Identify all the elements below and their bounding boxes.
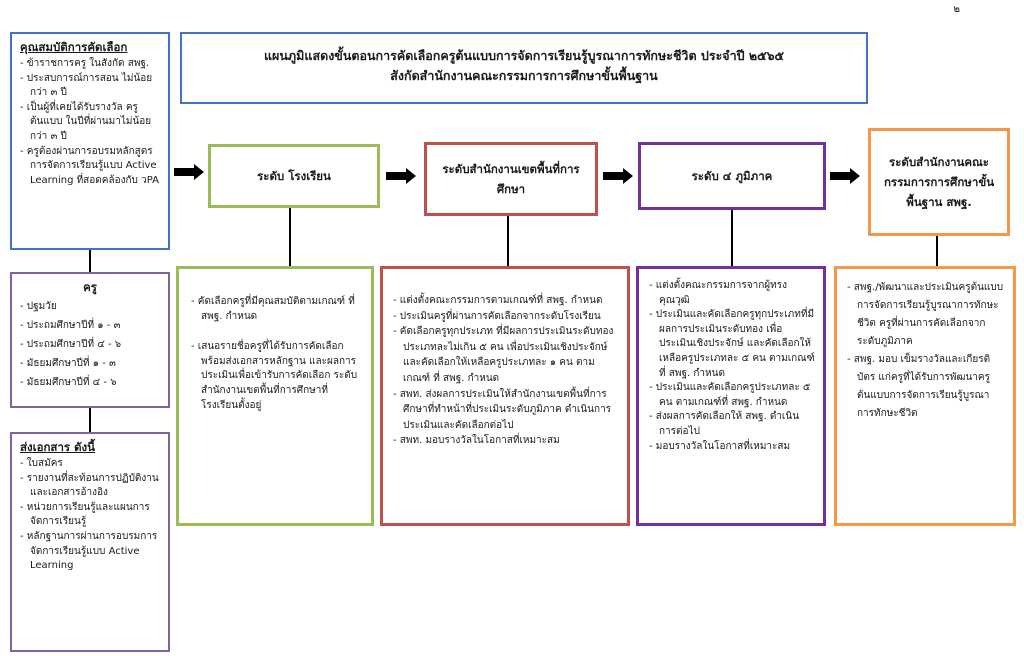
level-school-title: ระดับ โรงเรียน [257,168,331,183]
region-detail-item: มอบรางวัลในโอกาสที่เหมาะสม [649,440,815,455]
teacher-item: ประถมศึกษาปีที่ ๑ - ๓ [20,316,160,335]
connector-line [731,210,733,266]
region-detail-item: ประเมินและคัดเลือกครูทุกประเภทที่มีผลการ… [649,308,815,381]
area-details-list: แต่งตั้งคณะกรรมการตามเกณฑ์ที่ สพฐ. กำหนด… [393,293,619,449]
area-details-box: แต่งตั้งคณะกรรมการตามเกณฑ์ที่ สพฐ. กำหนด… [380,266,630,526]
qualification-item: ครูต้องผ่านการอบรมหลักสูตรการจัดการเรียน… [20,145,160,189]
level-area-box: ระดับสำนักงานเขตพื้นที่การศึกษา [424,142,598,216]
teacher-item: ประถมศึกษาปีที่ ๔ - ๖ [20,335,160,354]
office-details-list: สพฐ./พัฒนาและประเมินครูต้นแบบการจัดการเร… [847,279,1005,423]
region-detail-item: ส่งผลการคัดเลือกให้ สพฐ. ดำเนินการต่อไป [649,410,815,439]
arrow-icon [386,168,416,184]
area-detail-item: คัดเลือกครูทุกประเภท ที่มีผลการประเมินระ… [393,324,619,386]
qualification-item: ข้าราชการครู ในสังกัด สพฐ. [20,57,160,72]
school-details-box: คัดเลือกครูที่มีคุณสมบัติตามเกณฑ์ ที่ สพ… [176,266,374,526]
arrow-icon [830,168,860,184]
document-item: รายงานที่สะท้อนการปฏิบัติงานและเอกสารอ้า… [20,472,160,501]
level-region-title: ระดับ ๔ ภูมิภาค [691,168,773,183]
chart-title-line1: แผนภูมิแสดงขั้นตอนการคัดเลือกครูต้นแบบกา… [263,48,785,63]
area-detail-item: สพท. มอบรางวัลในโอกาสที่เหมาะสม [393,433,619,449]
level-school-box: ระดับ โรงเรียน [208,144,380,208]
page-number: ๒ [953,4,960,15]
connector-line [936,236,938,266]
level-office-title: ระดับสำนักงานคณะกรรมการการศึกษาขั้นพื้นฐ… [883,155,995,209]
teacher-item: ปฐมวัย [20,297,160,316]
area-detail-item: แต่งตั้งคณะกรรมการตามเกณฑ์ที่ สพฐ. กำหนด [393,293,619,309]
teachers-box: ครู ปฐมวัย ประถมศึกษาปีที่ ๑ - ๓ ประถมศึ… [10,272,170,408]
document-item: ใบสมัคร [20,457,160,472]
arrow-icon [174,164,204,180]
qualifications-list: ข้าราชการครู ในสังกัด สพฐ. ประสบการณ์การ… [20,57,160,188]
qualification-item: ประสบการณ์การสอน ไม่น้อยกว่า ๓ ปี [20,72,160,101]
connector-line [89,250,91,272]
teacher-item: มัธยมศึกษาปีที่ ๑ - ๓ [20,354,160,373]
chart-title-line2: สังกัดสำนักงานคณะกรรมการการศึกษาขั้นพื้น… [390,68,658,83]
teacher-item: มัธยมศึกษาปีที่ ๔ - ๖ [20,373,160,392]
connector-line [89,408,91,432]
documents-box: ส่งเอกสาร ดังนี้ ใบสมัคร รายงานที่สะท้อน… [10,432,170,652]
qualifications-box: คุณสมบัติการคัดเลือก ข้าราชการครู ในสังก… [10,32,170,250]
school-details-list: คัดเลือกครูที่มีคุณสมบัติตามเกณฑ์ ที่ สพ… [191,295,361,413]
school-detail-item: เสนอรายชื่อครูที่ได้รับการคัดเลือก พร้อม… [191,340,361,413]
level-area-title: ระดับสำนักงานเขตพื้นที่การศึกษา [442,162,580,196]
teachers-title: ครู [83,280,97,294]
documents-title: ส่งเอกสาร ดังนี้ [20,440,96,454]
qualification-item: เป็นผู้ที่เคยได้รับรางวัล ครูต้นแบบ ในปี… [20,101,160,145]
teachers-list: ปฐมวัย ประถมศึกษาปีที่ ๑ - ๓ ประถมศึกษาป… [20,297,160,392]
document-item: หน่วยการเรียนรู้และแผนการจัดการเรียนรู้ [20,501,160,530]
chart-title-box: แผนภูมิแสดงขั้นตอนการคัดเลือกครูต้นแบบกา… [180,32,868,104]
region-detail-item: ประเมินและคัดเลือกครูประเภทละ ๕ คน ตามเก… [649,381,815,410]
documents-list: ใบสมัคร รายงานที่สะท้อนการปฏิบัติงานและเ… [20,457,160,574]
region-details-box: แต่งตั้งคณะกรรมการจากผู้ทรงคุณวุฒิ ประเม… [636,266,826,526]
qualifications-title: คุณสมบัติการคัดเลือก [20,40,128,54]
region-details-list: แต่งตั้งคณะกรรมการจากผู้ทรงคุณวุฒิ ประเม… [649,279,815,454]
area-detail-item: สพท. ส่งผลการประเมินให้สำนักงานเขตพื้นที… [393,387,619,434]
level-region-box: ระดับ ๔ ภูมิภาค [638,142,826,210]
level-office-box: ระดับสำนักงานคณะกรรมการการศึกษาขั้นพื้นฐ… [868,128,1010,236]
document-item: หลักฐานการผ่านการอบรมการจัดการเรียนรู้แบ… [20,530,160,574]
school-detail-item: คัดเลือกครูที่มีคุณสมบัติตามเกณฑ์ ที่ สพ… [191,295,361,324]
office-details-box: สพฐ./พัฒนาและประเมินครูต้นแบบการจัดการเร… [834,266,1016,526]
office-detail-item: สพฐ./พัฒนาและประเมินครูต้นแบบการจัดการเร… [847,279,1005,351]
connector-line [289,208,291,266]
region-detail-item: แต่งตั้งคณะกรรมการจากผู้ทรงคุณวุฒิ [649,279,815,308]
connector-line [507,216,509,266]
arrow-icon [603,168,633,184]
office-detail-item: สพฐ. มอบ เข็มรางวัลและเกียรติบัตร แก่ครู… [847,351,1005,423]
area-detail-item: ประเมินครูที่ผ่านการคัดเลือกจากระดับโรงเ… [393,309,619,325]
